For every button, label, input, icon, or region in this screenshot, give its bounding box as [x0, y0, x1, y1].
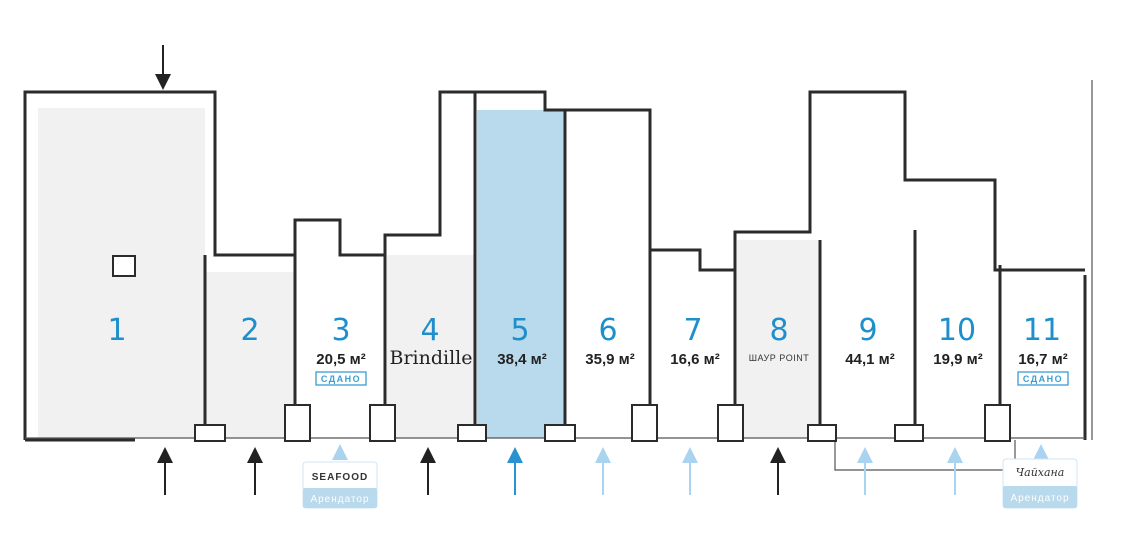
unit-2[interactable] [205, 272, 295, 438]
tenant-logo: Brindille [390, 347, 473, 369]
wall-piers [112, 255, 1011, 442]
unit-number: 7 [683, 313, 702, 348]
unit-9[interactable] [822, 105, 915, 438]
unit-area: 16,6 м² [670, 351, 719, 368]
unit-area: 19,9 м² [933, 351, 982, 368]
unit-number: 10 [938, 313, 976, 348]
unit-8[interactable] [737, 240, 820, 438]
unit-area: 44,1 м² [845, 351, 894, 368]
unit-11[interactable] [1002, 275, 1085, 438]
unit-area: 16,7 м² [1018, 351, 1067, 368]
unit-number: 2 [240, 313, 259, 348]
tenant-logo: Чайхана [1016, 466, 1065, 479]
unit-number: 11 [1023, 313, 1061, 348]
tenant-card-seafood[interactable]: SEAFOOD Арендатор [302, 461, 378, 509]
status-badge-label: СДАНО [1023, 374, 1063, 384]
status-badge [315, 371, 367, 386]
tenant-logo: SEAFOOD [312, 472, 368, 483]
unit-number: 5 [510, 313, 529, 348]
unit-number: 9 [858, 313, 877, 348]
unit-5[interactable] [477, 110, 565, 438]
tenant-card-label: Арендатор [310, 494, 369, 505]
tenant-card-label: Арендатор [1010, 493, 1069, 504]
unit-area: 20,5 м² [316, 351, 365, 368]
unit-number: 3 [331, 313, 350, 348]
unit-number: 8 [769, 313, 788, 348]
walls [23, 80, 1093, 471]
unit-area: 35,9 м² [585, 351, 634, 368]
status-badge-label: СДАНО [321, 374, 361, 384]
units [38, 105, 1085, 438]
tenant-card-chaikhana[interactable]: Чайхана Арендатор [1002, 458, 1078, 509]
unit-area: 38,4 м² [497, 351, 546, 368]
status-badge [1017, 371, 1069, 386]
unit-6[interactable] [567, 110, 650, 438]
unit-number: 6 [598, 313, 617, 348]
unit-number: 1 [107, 313, 126, 348]
unit-4[interactable] [387, 255, 475, 438]
unit-number: 4 [420, 313, 439, 348]
tenant-logo: ШАУР POINT [749, 353, 810, 363]
